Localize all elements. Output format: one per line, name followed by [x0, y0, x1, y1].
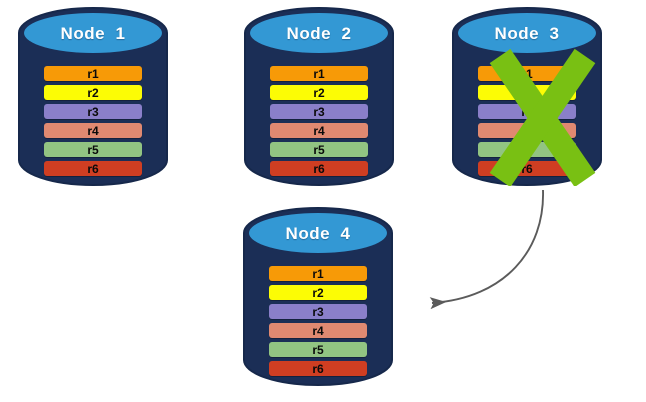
data-row-label: r2 [87, 85, 99, 100]
data-row-label: r1 [313, 66, 325, 81]
data-row-label: r2 [312, 285, 324, 300]
data-row-label: r6 [312, 361, 324, 376]
data-row-bar[interactable]: r5 [269, 342, 367, 357]
data-row-label: r4 [87, 123, 99, 138]
data-row-label: r3 [312, 304, 324, 319]
data-row-bar[interactable]: r4 [269, 323, 367, 338]
data-row-label: r4 [312, 323, 324, 338]
data-row-bar[interactable]: r6 [270, 161, 368, 176]
node-cylinder[interactable]: Node 2 r1 r2 r3 r4 r5 r6 [244, 7, 394, 186]
data-row-bar[interactable]: r5 [270, 142, 368, 157]
row-list: r1 r2 r3 r4 r5 r6 [18, 66, 168, 176]
data-row-bar[interactable]: r3 [44, 104, 142, 119]
data-row-bar[interactable]: r6 [269, 361, 367, 376]
node-title: Node 4 [285, 224, 351, 243]
data-row-bar[interactable]: r3 [270, 104, 368, 119]
data-row-label: r3 [313, 104, 325, 119]
data-row-label: r5 [313, 142, 325, 157]
node-title: Node 1 [60, 24, 126, 43]
data-row-bar[interactable]: r2 [270, 85, 368, 100]
data-row-bar[interactable]: r2 [44, 85, 142, 100]
data-row-bar[interactable]: r1 [269, 266, 367, 281]
cylinder-top-disc [458, 13, 596, 53]
data-row-label: r3 [87, 104, 99, 119]
data-row-label: r6 [87, 161, 99, 176]
recovery-arrow [429, 189, 544, 310]
data-row-bar[interactable]: r1 [270, 66, 368, 81]
data-row-bar[interactable]: r4 [270, 123, 368, 138]
data-row-label: r5 [312, 342, 324, 357]
node-cylinder[interactable]: Node 1 r1 r2 r3 r4 r5 r6 [18, 7, 168, 186]
data-row-label: r1 [87, 66, 99, 81]
cylinder-top-disc [250, 13, 388, 53]
node-cylinder[interactable]: Node 4 r1 r2 r3 r4 r5 r6 [243, 207, 393, 386]
data-row-label: r6 [313, 161, 325, 176]
data-row-label: r1 [312, 266, 324, 281]
data-row-bar[interactable]: r1 [44, 66, 142, 81]
data-row-bar[interactable]: r5 [44, 142, 142, 157]
row-list: r1 r2 r3 r4 r5 r6 [244, 66, 394, 176]
data-row-label: r2 [313, 85, 325, 100]
cylinder-top-disc [24, 13, 162, 53]
data-row-bar[interactable]: r6 [44, 161, 142, 176]
node-title: Node 2 [286, 24, 352, 43]
data-row-label: r5 [87, 142, 99, 157]
row-list: r1 r2 r3 r4 r5 r6 [243, 266, 393, 376]
data-row-bar[interactable]: r3 [269, 304, 367, 319]
data-row-label: r4 [313, 123, 325, 138]
node-title: Node 3 [494, 24, 560, 43]
data-row-bar[interactable]: r2 [269, 285, 367, 300]
data-row-bar[interactable]: r4 [44, 123, 142, 138]
cylinder-top-disc [249, 213, 387, 253]
